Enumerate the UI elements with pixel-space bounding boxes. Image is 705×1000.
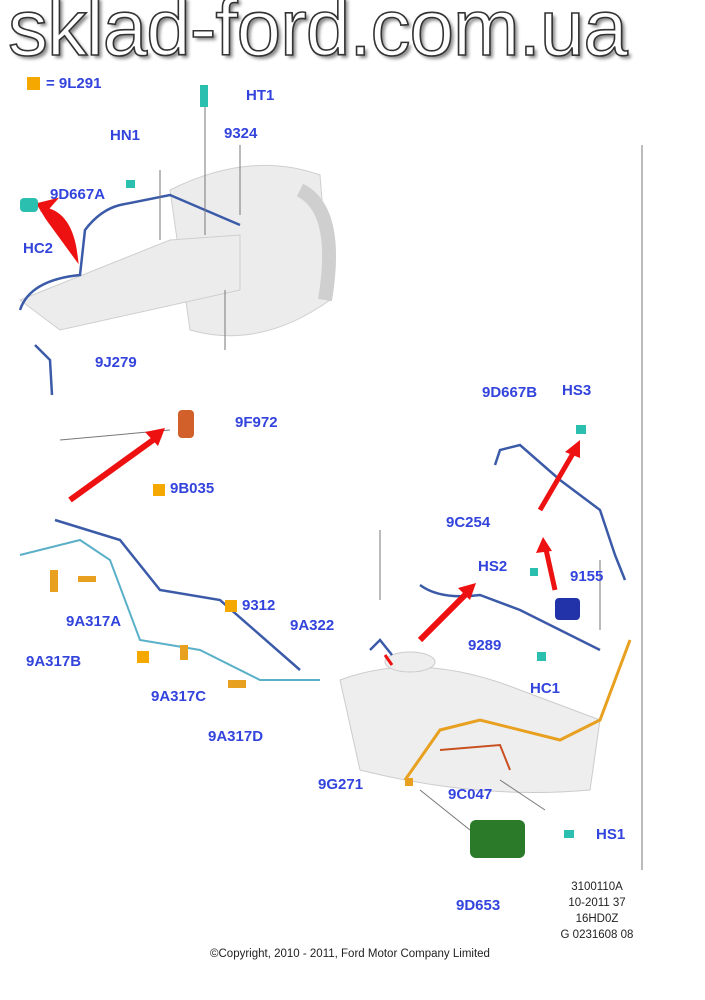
callout-9c047: 9C047 <box>448 786 493 803</box>
callout-9a317a: 9A317A <box>66 613 122 630</box>
callout-9324: 9324 <box>224 125 258 142</box>
reference-line: 10-2011 37 <box>568 897 626 909</box>
leader-lines <box>59 105 643 870</box>
drawing-reference: 3100110A 10-2011 37 16HD0Z G 0231608 08 <box>537 879 657 943</box>
part-9155 <box>555 598 580 620</box>
callout-9289: 9289 <box>468 637 502 654</box>
callout-hc1: HC1 <box>530 680 561 697</box>
fuel-tank-illustration <box>339 651 601 793</box>
callout-9c254: 9C254 <box>446 514 491 531</box>
callout-9d653: 9D653 <box>456 897 501 914</box>
callout-hc2: HC2 <box>23 240 54 257</box>
callout-9155: 9155 <box>570 568 604 585</box>
callout-hs3: HS3 <box>562 382 592 399</box>
ht1-connector <box>200 85 208 107</box>
fuel-return-line <box>19 538 320 681</box>
hc2-connector <box>20 198 38 212</box>
callout-hs2: HS2 <box>478 558 508 575</box>
hs3-connector <box>576 425 586 434</box>
connectors <box>20 85 586 838</box>
legend-text: = 9L291 <box>46 75 102 92</box>
reference-line: 3100110A <box>571 881 623 893</box>
legend-color-swatch <box>27 77 40 90</box>
fuel-line-9c047 <box>439 743 511 771</box>
callout-9a317b: 9A317B <box>26 653 82 670</box>
callout-9d667a: 9D667A <box>50 186 106 203</box>
callout-9312: 9312 <box>242 597 276 614</box>
copyright-notice: ©Copyright, 2010 - 2011, Ford Motor Comp… <box>210 948 490 960</box>
fuel-supply-line <box>403 639 632 781</box>
callout-9f972: 9F972 <box>235 414 278 431</box>
callout-hn1: HN1 <box>110 127 141 144</box>
part-9d653 <box>470 820 525 858</box>
reference-line: 16HD0Z <box>575 913 619 925</box>
part-9f972 <box>178 410 194 438</box>
callout-9a322: 9A322 <box>290 617 335 634</box>
callout-9g271: 9G271 <box>318 776 364 793</box>
callout-9b035: 9B035 <box>170 480 215 497</box>
hs1-connector <box>564 830 574 838</box>
hs2-connector <box>530 568 538 576</box>
red-arrows <box>36 197 580 666</box>
clips <box>50 570 413 786</box>
callout-9j279: 9J279 <box>95 354 137 371</box>
callout-9a317d: 9A317D <box>208 728 264 745</box>
hc1-connector <box>537 652 546 661</box>
callout-hs1: HS1 <box>596 826 626 843</box>
9l291-markers <box>137 484 237 663</box>
callout-9d667b: 9D667B <box>482 384 538 401</box>
watermark: sklad-ford.com.ua <box>7 0 628 72</box>
hn1-connector <box>126 180 135 188</box>
callout-ht1: HT1 <box>246 87 275 104</box>
reference-line: G 0231608 08 <box>560 929 634 941</box>
engine-illustration <box>18 164 337 337</box>
callout-9a317c: 9A317C <box>151 688 207 705</box>
